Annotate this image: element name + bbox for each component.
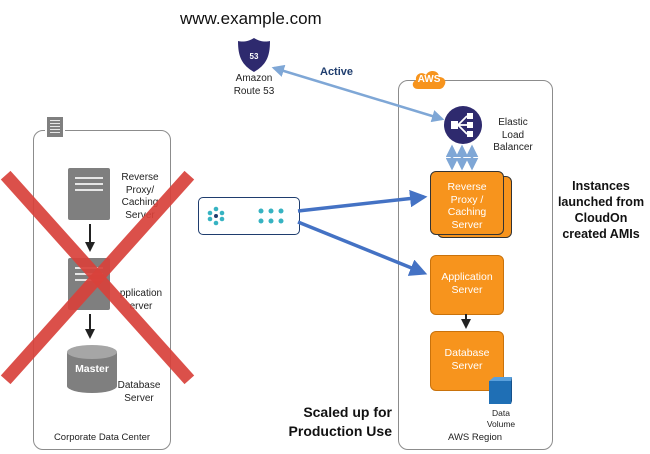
building-icon [45,115,65,139]
corporate-database-label: Database Server [117,380,161,404]
domain-label: www.example.com [180,9,322,28]
route53-label: Amazon Route 53 [233,73,275,97]
switch-to-application-arrow [297,220,428,276]
route53-elb-link [271,64,445,123]
corporate-data-center-label: Corporate Data Center [53,432,151,443]
reverse-proxy-server-icon [68,168,110,220]
corporate-application-label: pplication erver [119,288,163,312]
load-balancer-icon [444,106,482,144]
aws-database-label: Database Server [444,347,490,372]
elastic-load-balancer-label: Elastic Load Balancer [493,117,533,153]
aws-reverse-proxy-box: Reverse Proxy / Caching Server [430,171,504,235]
master-label: Master [75,363,109,375]
shield-icon: 53 [238,38,270,72]
aws-application-label: Application Server [441,271,493,296]
svg-text:53: 53 [250,52,259,61]
corporate-reverse-proxy-label: Reverse Proxy/ Caching Server [121,172,159,221]
aws-region-label: AWS Region [447,432,503,443]
switch-to-proxy-arrow [297,189,428,213]
database-cylinder-icon [67,345,117,393]
network-switch-icon [198,197,300,235]
instances-note: Instances launched from CloudOn created … [557,179,645,241]
aws-application-box: Application Server [430,255,504,315]
data-volume-label: Data Volume [486,408,516,429]
cross-line-2 [0,170,195,385]
data-volume-icon [489,377,512,404]
scaled-up-note: Scaled up for Production Use [288,404,392,439]
aws-reverse-proxy-label: Reverse Proxy / Caching Server [447,181,487,231]
